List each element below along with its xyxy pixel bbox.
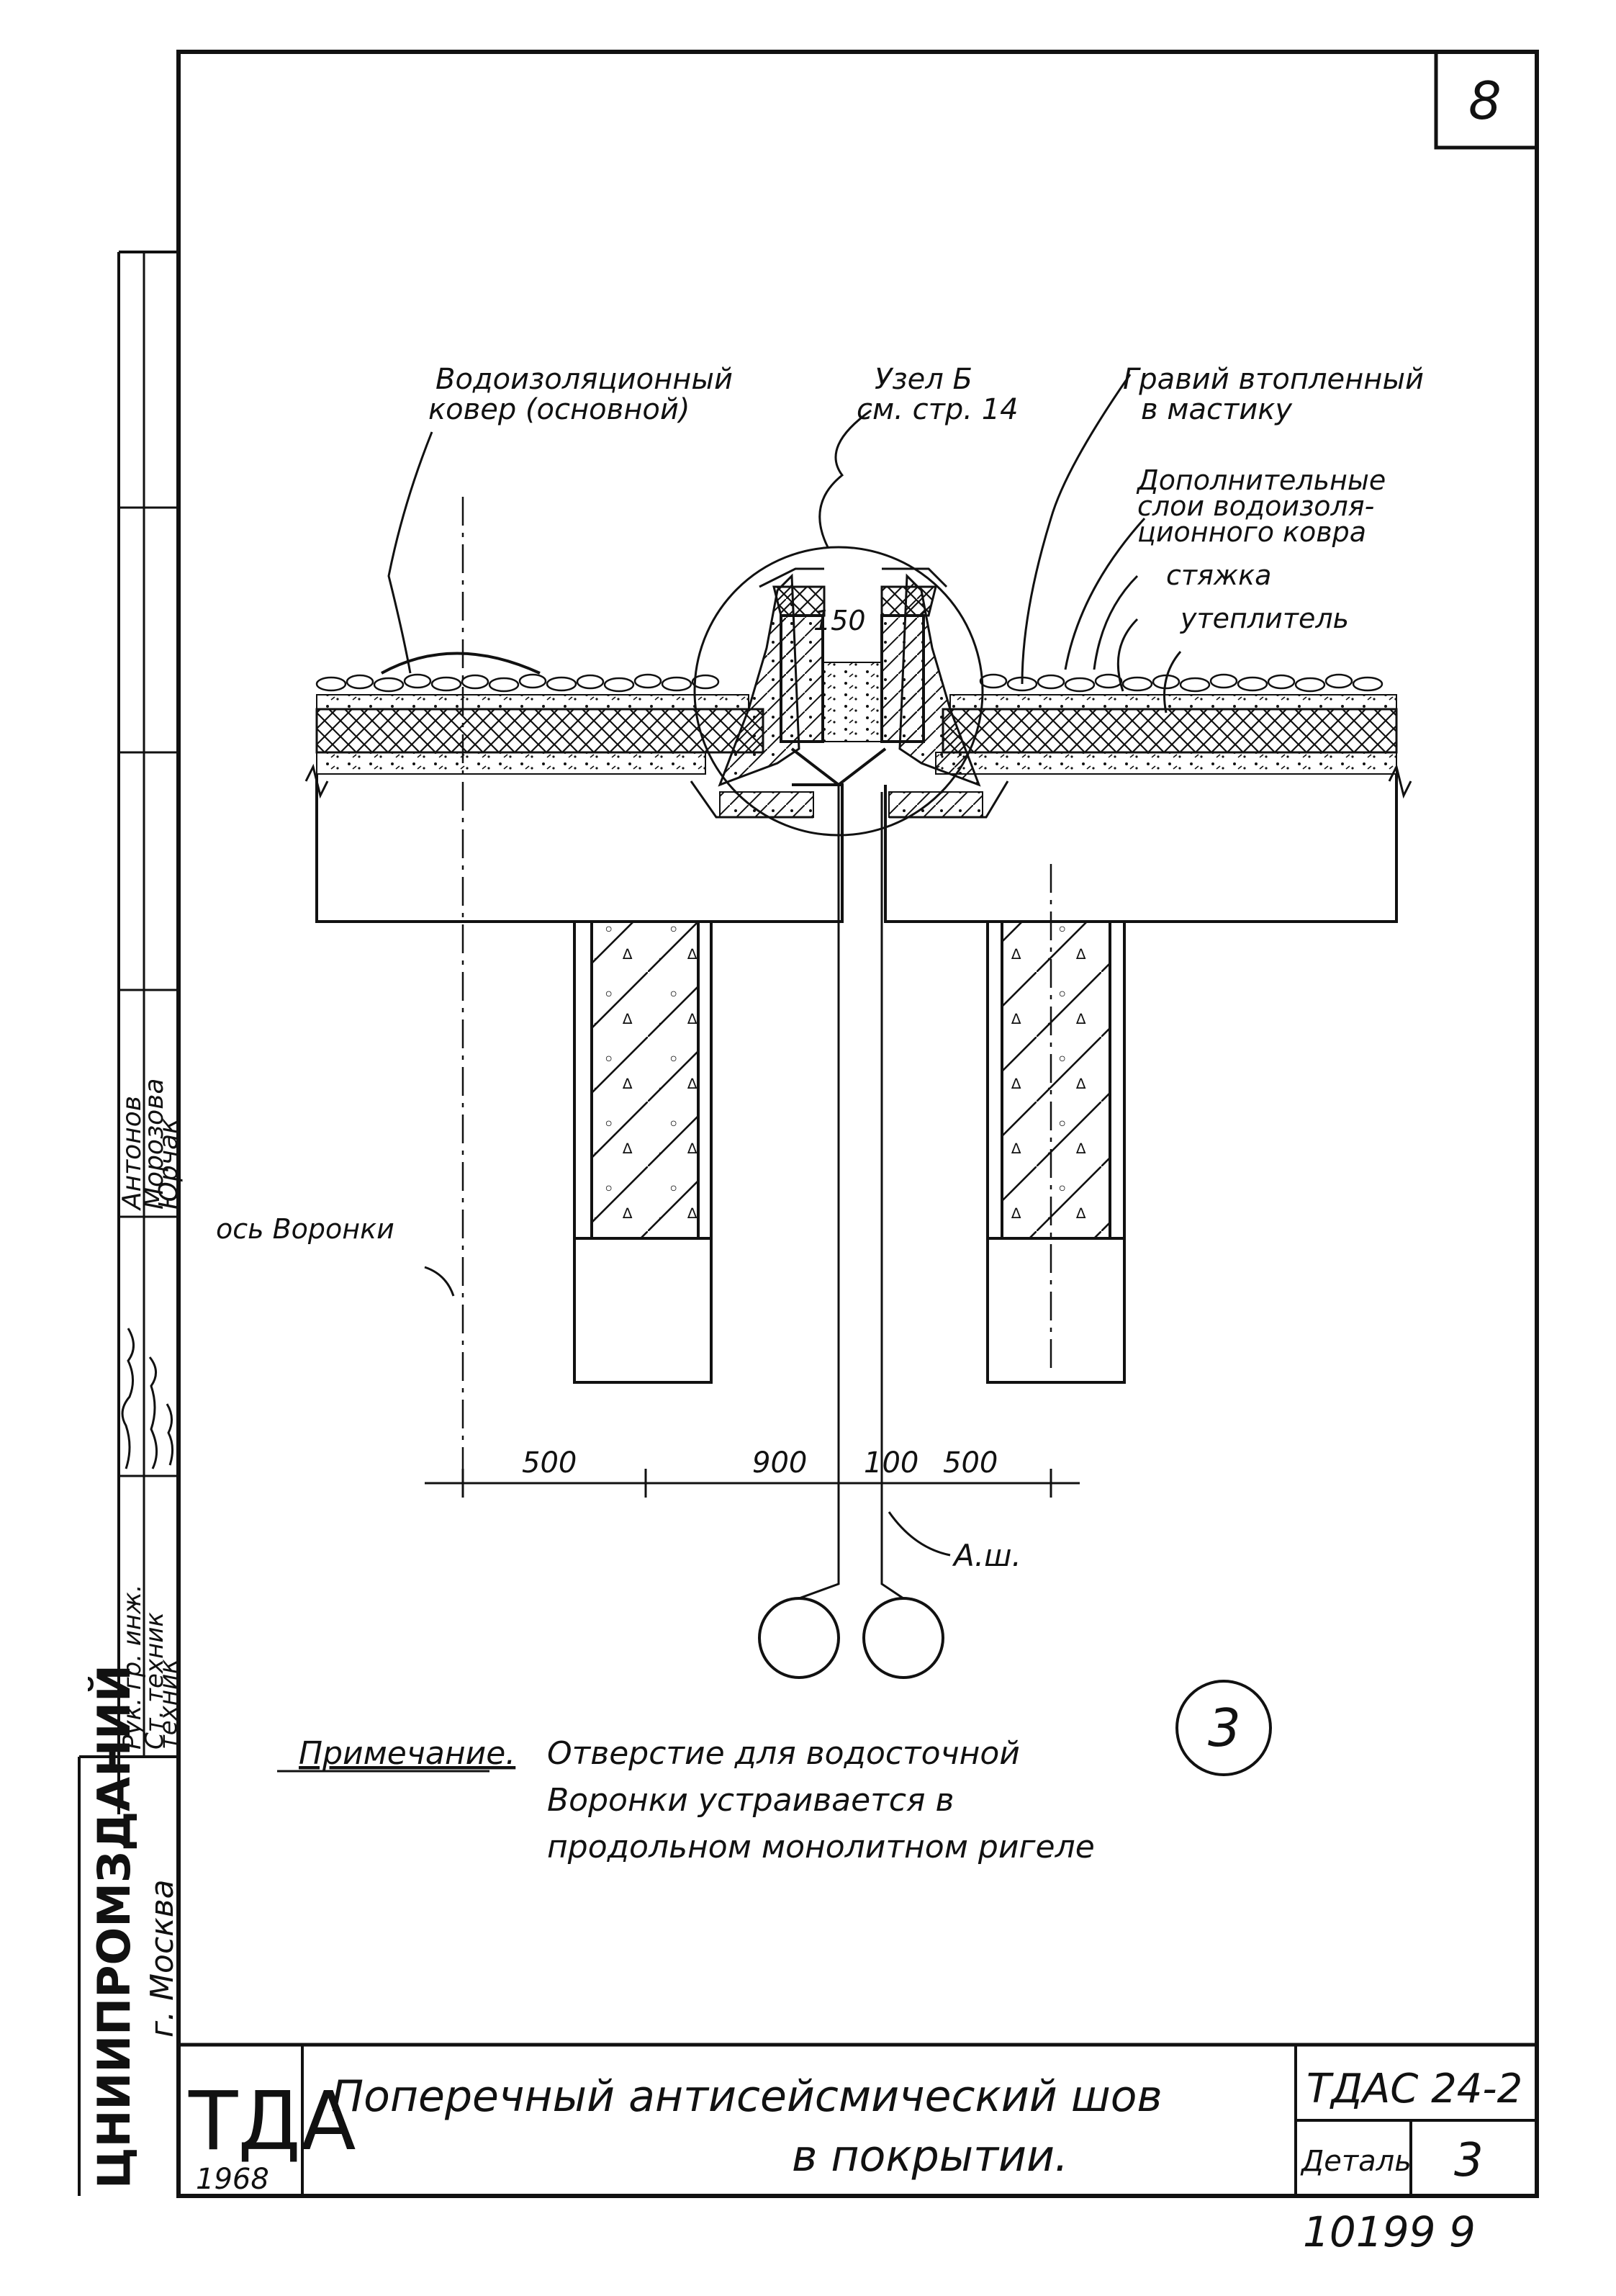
column-left (573, 920, 713, 1384)
carpet-hump (381, 652, 541, 675)
label-insulation: утеплитель (1180, 603, 1349, 634)
note-line-1: Отверстие для водосточной (547, 1735, 1020, 1772)
label-screed: стяжка (1166, 559, 1271, 591)
signature-2 (148, 1356, 158, 1469)
column-right (986, 920, 1126, 1384)
slab-right (884, 774, 1398, 923)
label-gravel-2: в мастику (1141, 393, 1293, 426)
stamp-name-3: Юрчак (154, 1118, 184, 1210)
stamp-role-1: Рук. гр. инж. (118, 1584, 147, 1750)
organization-name: ЦНИИПРОМЗДАНИЙ (88, 1665, 140, 2189)
sheet-frame (176, 50, 1539, 2198)
stamp-name-2: Морозова (140, 1079, 169, 1210)
title-line-2: в покрытии. (792, 2131, 1068, 2182)
note-block: Примечание. Отверстие для водосточной Во… (277, 1735, 1095, 1865)
side-stamp: Рук. гр. инж. Ст. техник техник Антонов … (78, 251, 184, 2196)
insulation-right (942, 708, 1398, 754)
label-waterproof-carpet-2: ковер (основной) (428, 393, 690, 426)
slab-left (315, 774, 844, 923)
note-title: Примечание. (299, 1735, 515, 1772)
stamp-role-2: Ст. техник (140, 1612, 169, 1750)
title-year: 1968 (196, 2163, 269, 2196)
note-line-2: Воронки устраивается в (547, 1782, 954, 1819)
dim-500-right: 500 (943, 1446, 998, 1480)
signature-3 (166, 1403, 173, 1466)
title-logo: ТДА (188, 2075, 356, 2169)
gravel-layer (315, 673, 1383, 693)
seam-mark-label: А.ш. (952, 1538, 1021, 1573)
dim-100: 100 (864, 1446, 918, 1480)
signature-1 (121, 1328, 135, 1469)
bottom-number: 10199 9 (1303, 2207, 1476, 2256)
label-extra-layers-1: Дополнительные (1136, 464, 1386, 496)
label-waterproof-carpet-1: Водоизоляционный (435, 363, 733, 396)
label-funnel-axis: ось Воронки (216, 1213, 394, 1245)
title-detail-value: 3 (1454, 2134, 1484, 2187)
detail-number: 3 (1208, 1698, 1241, 1758)
inner-dimension-label: 150 (813, 605, 866, 636)
title-line-1: Поперечный антисейсмический шов (331, 2071, 1163, 2122)
inner-member-right (880, 614, 925, 743)
section-drawing: 150 500 900 100 500 (216, 363, 1424, 1776)
page-number: 8 (1468, 71, 1502, 131)
note-line-3: продольном монолитном ригеле (547, 1829, 1095, 1865)
title-code: ТДАС 24-2 (1306, 2066, 1522, 2112)
organization-city: г. Москва (144, 1879, 181, 2038)
dim-500-left: 500 (522, 1446, 577, 1480)
drain-pipe-right (862, 1597, 944, 1679)
title-block: ТДА 1968 Поперечный антисейсмический шов… (179, 2043, 1537, 2196)
screed-lower-right (935, 752, 1397, 775)
stamp-name-1: Антонов (117, 1096, 147, 1211)
detail-number-circle (1175, 1680, 1272, 1776)
screed-lower-left (316, 752, 706, 775)
drain-pipe-left (758, 1597, 840, 1679)
label-node-b-2: см. стр. 14 (857, 393, 1019, 426)
label-extra-layers-3: ционного ковра (1137, 516, 1366, 548)
page-number-box: 8 (1434, 52, 1537, 150)
dimension-chain: 500 900 100 500 (425, 1446, 1080, 1498)
dim-900: 900 (752, 1446, 807, 1480)
label-node-b-1: Узел Б (875, 363, 972, 396)
label-gravel-1: Гравий втопленный (1123, 363, 1424, 396)
label-extra-layers-2: слои водоизоля- (1137, 490, 1374, 522)
title-detail-label: Деталь (1300, 2145, 1412, 2178)
stamp-role-3: техник (154, 1659, 183, 1750)
